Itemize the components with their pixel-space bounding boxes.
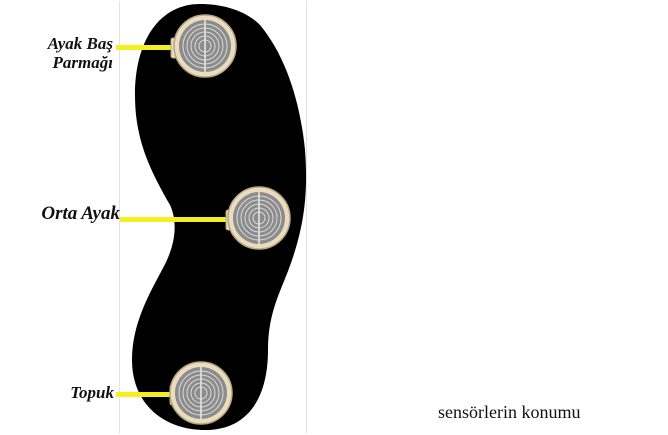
- heel-sensor: [170, 362, 232, 424]
- mid-foot-label: Orta Ayak: [8, 204, 120, 223]
- mid-connector-line: [120, 217, 232, 222]
- heel-connector-line: [116, 392, 176, 397]
- toe-label-line1: Ayak Baş: [5, 34, 113, 53]
- toe-connector-line: [116, 45, 178, 50]
- heel-label: Topuk: [30, 383, 114, 402]
- caption-text: sensörlerin konumu: [438, 402, 580, 423]
- toe-label: Ayak Baş Parmağı: [5, 34, 113, 72]
- toe-label-line2: Parmağı: [5, 53, 113, 72]
